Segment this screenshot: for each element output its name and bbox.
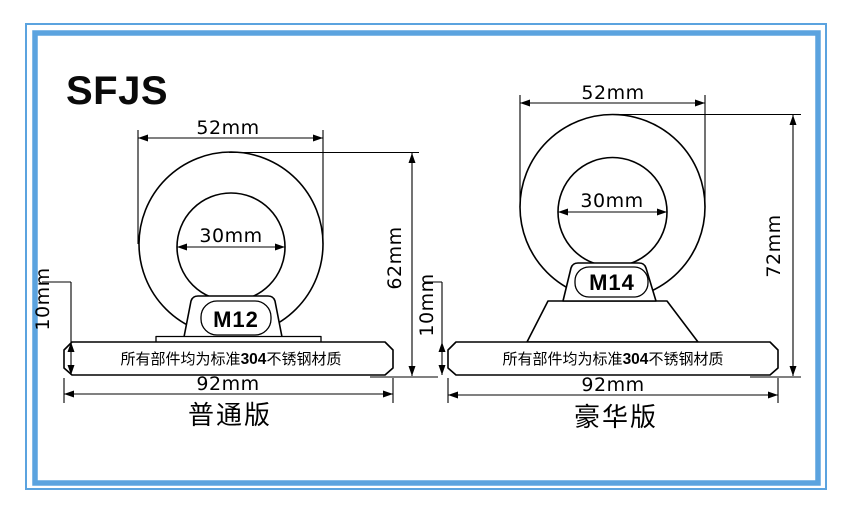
page-border-outer [25, 23, 827, 490]
right-base-plate [447, 341, 779, 376]
right-dim-72mm: 72mm [614, 113, 801, 378]
left-dim-62mm: 62mm [229, 151, 438, 378]
left-dim-10mm: 10mm [32, 267, 75, 375]
left-base-plate [63, 341, 394, 376]
right-drawing: M14 所有部件均为标准304不锈钢材质 52mm 30mm 72m [416, 82, 801, 432]
left-dim-10mm-label: 10mm [32, 267, 54, 330]
right-dim-52mm: 52mm [519, 82, 706, 207]
right-dim-92mm: 92mm [447, 374, 779, 403]
right-dim-10mm-label: 10mm [416, 273, 438, 336]
left-dim-92mm: 92mm [63, 373, 394, 403]
right-dim-52mm-label: 52mm [581, 82, 644, 104]
left-variant-caption: 普通版 [188, 401, 272, 430]
right-dim-30mm-label: 30mm [580, 190, 643, 212]
left-dim-92mm-label: 92mm [196, 373, 259, 395]
left-material-note: 所有部件均为标准304不锈钢材质 [121, 351, 342, 368]
left-dim-52mm: 52mm [137, 117, 324, 244]
page-border-inner [32, 30, 821, 486]
left-model-badge [200, 300, 272, 336]
right-model-label: M14 [589, 270, 635, 295]
right-dim-10mm: 10mm [416, 273, 446, 375]
left-model-label: M12 [213, 307, 259, 332]
right-cone [526, 300, 699, 343]
right-dim-72mm-label: 72mm [763, 214, 785, 277]
left-dim-62mm-label: 62mm [384, 226, 406, 289]
right-dim-30mm: 30mm [558, 190, 667, 216]
left-dim-30mm-label: 30mm [199, 225, 262, 247]
left-dim-52mm-label: 52mm [196, 117, 259, 139]
right-model-badge [574, 266, 649, 298]
right-material-note: 所有部件均为标准304不锈钢材质 [503, 351, 724, 368]
page-title: SFJS [66, 69, 168, 113]
right-dim-92mm-label: 92mm [581, 374, 644, 396]
right-variant-caption: 豪华版 [574, 403, 658, 432]
left-drawing: M12 所有部件均为标准304不锈钢材质 52mm 30mm [32, 117, 438, 430]
left-dim-30mm: 30mm [177, 225, 285, 251]
